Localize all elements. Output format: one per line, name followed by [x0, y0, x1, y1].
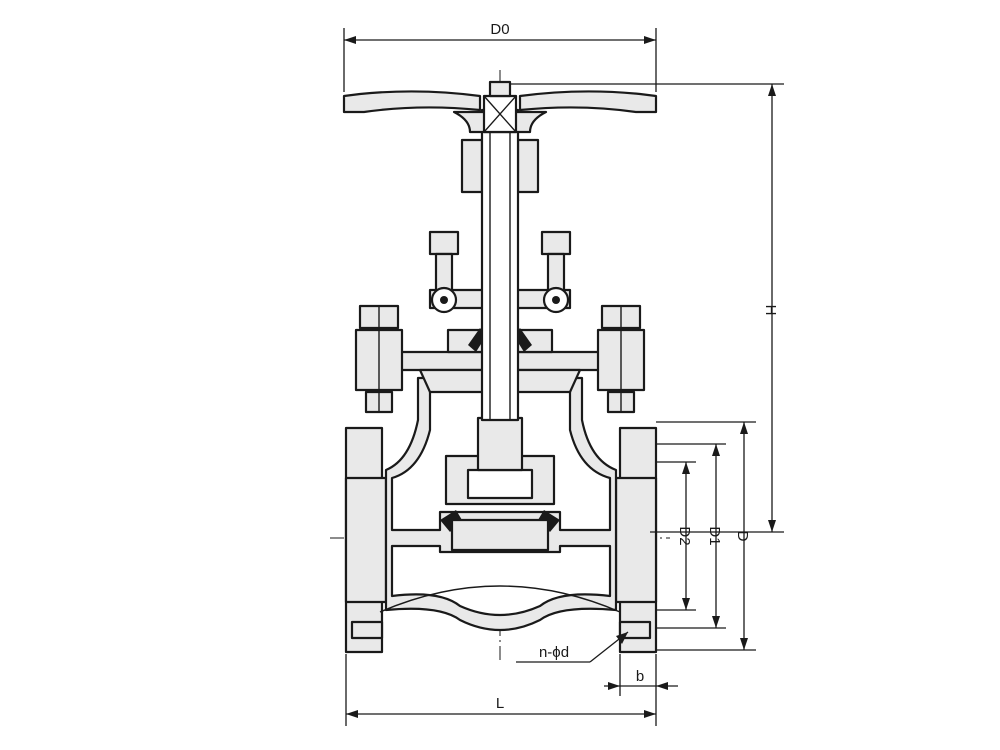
handwheel-left-spoke	[342, 90, 482, 114]
bonnet-bolts	[354, 304, 646, 414]
right-gland-nut	[540, 230, 572, 256]
dim-d1: D1	[656, 443, 726, 629]
h-label: H	[762, 305, 779, 316]
stem-assembly	[460, 108, 540, 422]
d1-label: D1	[706, 526, 723, 545]
seat-block	[450, 518, 550, 552]
right-flange-face	[614, 476, 658, 604]
bolt-holes-arrow	[616, 632, 628, 644]
d0-arrow-right	[644, 36, 656, 44]
boss-cross-2	[483, 95, 517, 133]
d1-arrow-bottom	[712, 616, 720, 628]
b-arrow-left	[608, 682, 620, 690]
valve-stem	[480, 108, 520, 422]
right-gland-stud	[546, 252, 566, 292]
d-arrow-top	[740, 422, 748, 434]
d1-arrow-top	[712, 444, 720, 456]
right-flange-bolt	[618, 620, 652, 640]
b-arrow-right	[656, 682, 668, 690]
left-flange-face	[344, 476, 388, 604]
h-arrow-bottom	[768, 520, 776, 532]
l-arrow-right	[644, 710, 656, 718]
b-label: b	[636, 668, 644, 685]
left-gland-nut	[428, 230, 460, 256]
handwheel-nut	[488, 80, 512, 98]
handwheel-right-spoke	[518, 90, 658, 114]
dim-d: D	[656, 421, 756, 651]
leader-bolt-holes: n-ϕd	[516, 631, 629, 663]
right-eye-pin	[552, 296, 560, 304]
left-gland-stud	[434, 252, 454, 292]
d-arrow-bottom	[740, 638, 748, 650]
disc-nut	[476, 416, 524, 472]
d0-arrow-left	[344, 36, 356, 44]
h-arrow-top	[768, 84, 776, 96]
d-label: D	[734, 531, 751, 542]
yoke-left-sleeve	[460, 138, 484, 194]
left-eye-pin	[440, 296, 448, 304]
bolt-holes-label: n-ϕd	[539, 644, 569, 661]
dim-l: L	[345, 654, 657, 726]
d0-label: D0	[490, 21, 509, 38]
l-arrow-left	[346, 710, 358, 718]
gland-eye-bolts	[428, 230, 572, 314]
yoke-right-sleeve	[516, 138, 540, 194]
d2-arrow-bottom	[682, 598, 690, 610]
dim-b: b	[604, 654, 678, 696]
l-label: L	[496, 695, 504, 712]
handwheel	[342, 80, 658, 134]
d2-label: D2	[676, 526, 693, 545]
dim-d2: D2	[656, 461, 696, 611]
body-bottom-curve	[379, 585, 621, 613]
dim-d0: D0	[343, 21, 657, 92]
body-lower-cavity	[390, 544, 612, 617]
dim-h: H	[510, 83, 784, 533]
left-flange-bolt	[350, 620, 384, 640]
d2-arrow-top	[682, 462, 690, 474]
disc-insert	[466, 468, 534, 500]
